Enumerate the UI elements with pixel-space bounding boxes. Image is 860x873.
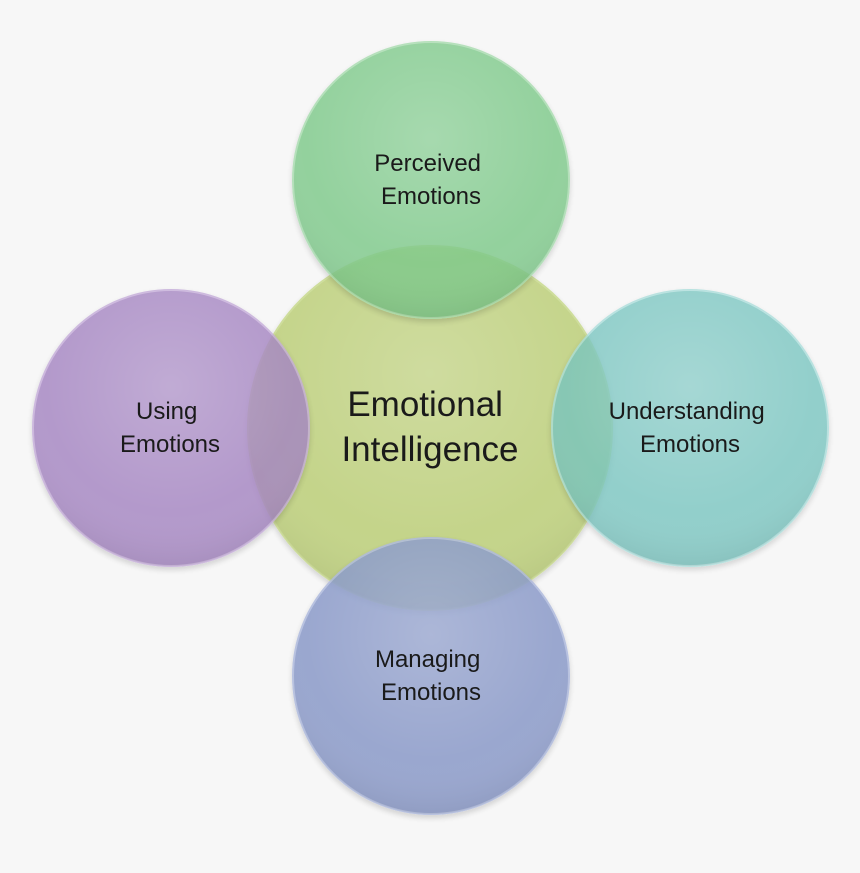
perceived-label-line1: Perceived	[374, 150, 481, 177]
understanding-label-line2: Emotions	[640, 431, 740, 458]
perceived-label-line2: Emotions	[381, 183, 481, 210]
center-label-line2: Intelligence	[341, 430, 518, 469]
node-circle-managing	[292, 537, 570, 815]
understanding-label-line1: Understanding	[609, 398, 765, 425]
understanding-label: Understanding Emotions	[609, 398, 772, 458]
managing-label-line1: Managing	[375, 646, 480, 673]
using-label-line2: Emotions	[120, 431, 220, 458]
using-label: Using Emotions	[120, 398, 220, 458]
center-label: Emotional Intelligence	[341, 385, 518, 469]
node-circle-using	[32, 289, 310, 567]
managing-label: Managing Emotions	[375, 646, 487, 706]
managing-label-line2: Emotions	[381, 679, 481, 706]
node-circle-understanding	[551, 289, 829, 567]
using-label-line1: Using	[136, 398, 197, 425]
perceived-label: Perceived Emotions	[374, 150, 487, 210]
center-label-line1: Emotional	[347, 385, 503, 424]
center-circle	[247, 245, 613, 611]
node-circle-perceived	[292, 41, 570, 319]
